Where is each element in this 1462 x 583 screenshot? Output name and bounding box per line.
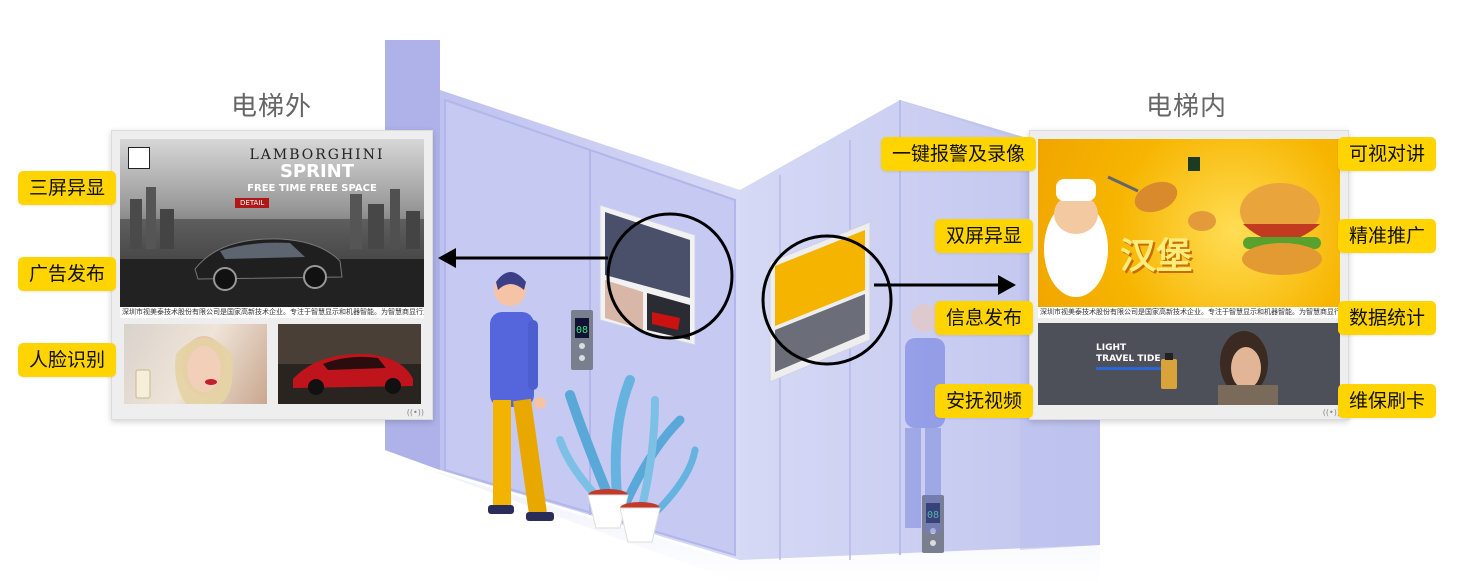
perfume-ad: LIGHT TRAVEL TIDE <box>1038 323 1340 405</box>
car-ad: LAMBORGHINI SPRINT FREE TIME FREE SPACE … <box>120 139 424 307</box>
feature-tag-info-publish: 信息发布 <box>935 301 1034 335</box>
burger-ad: 汉堡 <box>1038 139 1340 307</box>
perfume-line1: LIGHT <box>1096 343 1127 353</box>
outside-title: 电梯外 <box>231 92 313 122</box>
inside-wall <box>740 100 1100 560</box>
svg-text:08: 08 <box>927 510 939 521</box>
feature-tag-face-recognition: 人脸识别 <box>18 343 117 377</box>
zoom-circle-icon <box>606 212 734 340</box>
feature-tag-data-statistics: 数据统计 <box>1338 301 1437 335</box>
zoom-circle-icon <box>761 234 893 366</box>
feature-tag-maintenance-card: 维保刷卡 <box>1338 384 1437 418</box>
feature-tag-video-intercom: 可视对讲 <box>1338 137 1437 171</box>
outside-bottom-right-ad <box>278 324 421 404</box>
ad-detail-button: DETAIL <box>235 198 270 208</box>
feature-tag-alarm-recording: 一键报警及录像 <box>881 137 1037 171</box>
wifi-icon: ((•)) <box>406 408 424 417</box>
inside-title: 电梯内 <box>1146 92 1228 122</box>
inside-ticker: 深圳市视美泰技术股份有限公司是国家高新技术企业。专注于智慧显示和机器智能。为智慧… <box>1038 307 1340 318</box>
outside-bottom-left-ad <box>124 324 267 404</box>
feature-tag-dual-screen: 双屏异显 <box>935 219 1034 253</box>
feature-tag-precise-promotion: 精准推广 <box>1338 219 1437 253</box>
plant-icon <box>556 375 699 543</box>
arrow-left-icon <box>438 248 456 268</box>
person-icon <box>488 272 554 521</box>
svg-text:08: 08 <box>576 325 588 336</box>
outside-ticker: 深圳市视美泰技术股份有限公司是国家高新技术企业。专注于智慧显示和机器智能。为智慧… <box>120 307 424 318</box>
wifi-icon: ((•)) <box>1322 408 1340 417</box>
perfume-line2: TRAVEL TIDE <box>1096 354 1161 364</box>
ad-brand: LAMBORGHINI <box>249 147 385 163</box>
food-ad-title: 汉堡 <box>1120 236 1193 277</box>
ad-model: SPRINT <box>279 161 355 182</box>
floor <box>430 470 1100 583</box>
inside-screen: 汉堡 深圳市视美泰技术股份有限公司是国家高新技术企业。专注于智慧显示和机器智能。… <box>1029 130 1349 420</box>
ad-tagline: FREE TIME FREE SPACE <box>247 183 377 194</box>
feature-tag-ad-publish: 广告发布 <box>18 257 117 291</box>
feature-tag-triple-screen: 三屏异显 <box>18 171 117 205</box>
brand-logo <box>128 147 150 169</box>
feature-tag-comfort-video: 安抚视频 <box>935 384 1034 418</box>
arrow-right-icon <box>998 275 1016 295</box>
outside-screen: LAMBORGHINI SPRINT FREE TIME FREE SPACE … <box>111 130 433 420</box>
